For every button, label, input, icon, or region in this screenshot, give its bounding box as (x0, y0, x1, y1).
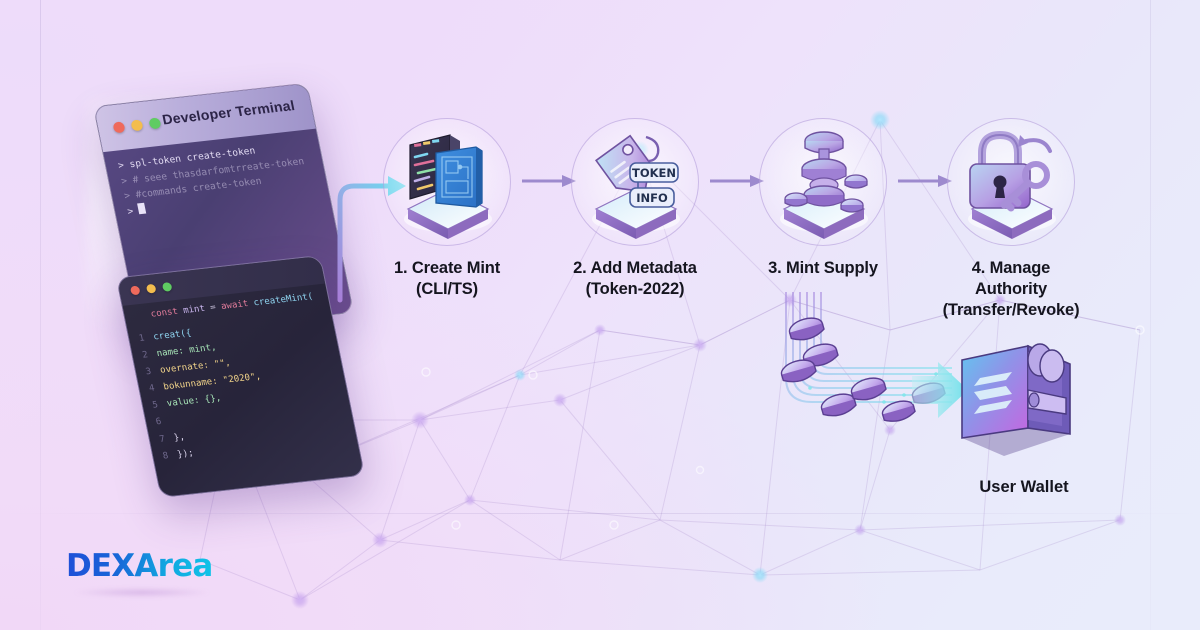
step-1-title: 1. Create Mint (393, 259, 501, 277)
step-4-title: 4. Manage Authority (971, 259, 1051, 299)
step-4-label: 4. Manage Authority (Transfer/Revoke) (936, 258, 1086, 321)
step-3-circle (759, 118, 887, 246)
info-badge: INFO (629, 187, 675, 208)
padlock-key-icon (968, 130, 1056, 239)
close-dot-icon[interactable] (112, 121, 126, 134)
step-4-circle (947, 118, 1075, 246)
background-guide-line-left (40, 0, 41, 630)
code-blueprint-icon (404, 134, 492, 239)
step-create-mint[interactable]: 1. Create Mint (CLI/TS) (372, 118, 522, 300)
coin-press-icon (780, 131, 868, 239)
arrow-step2-to-step3 (710, 174, 766, 188)
terminal-caret (137, 202, 147, 215)
token-tag-icon: TOKEN INFO (592, 134, 680, 239)
token-distribution-illustration: User Wallet (776, 292, 1096, 502)
process-flow-steps: 1. Create Mint (CLI/TS) (372, 118, 1088, 321)
step-3-title: 3. Mint Supply (768, 259, 878, 277)
step-2-title: 2. Add Metadata (573, 259, 697, 277)
step-2-subtitle: (Token-2022) (585, 280, 685, 299)
step-manage-authority[interactable]: 4. Manage Authority (Transfer/Revoke) (936, 118, 1086, 321)
arrow-step3-to-step4 (898, 174, 954, 188)
code-editor-window: const mint = await createMint( 1 2 3 4 5… (115, 254, 366, 499)
step-add-metadata[interactable]: TOKEN INFO 2. Add Metadata (Token-2022) (560, 118, 710, 300)
svg-text:INFO: INFO (636, 191, 668, 205)
traffic-light-dots (112, 117, 162, 134)
step-1-label: 1. Create Mint (CLI/TS) (372, 258, 522, 300)
terminal-title: Developer Terminal (160, 97, 297, 128)
svg-text:TOKEN: TOKEN (632, 166, 676, 180)
step-2-circle: TOKEN INFO (571, 118, 699, 246)
step-2-label: 2. Add Metadata (Token-2022) (560, 258, 710, 300)
maximize-dot-icon[interactable] (148, 117, 162, 130)
code-area: 1 2 3 4 5 6 7 8 creat({ name: mint, over… (126, 300, 359, 474)
token-badge: TOKEN (629, 162, 679, 183)
logo-shadow (72, 588, 212, 597)
arrow-step1-to-step2 (522, 174, 578, 188)
brand-logo[interactable]: DEXArea (66, 548, 213, 584)
developer-terminal-illustration: Developer Terminal > spl-token create-to… (86, 82, 371, 499)
minimize-dot-icon[interactable] (130, 119, 144, 132)
step-3-label: 3. Mint Supply (748, 258, 898, 279)
step-1-subtitle: (CLI/TS) (415, 280, 479, 299)
step-1-circle (383, 118, 511, 246)
background-guide-line-right (1150, 0, 1151, 630)
coin-trail-and-wallet (780, 292, 1071, 456)
minimize-dot-icon[interactable] (145, 283, 157, 294)
step-mint-supply[interactable]: 3. Mint Supply (748, 118, 898, 279)
step-4-subtitle: (Transfer/Revoke) (942, 301, 1080, 320)
close-dot-icon[interactable] (129, 285, 141, 296)
traffic-light-dots (129, 282, 173, 296)
wallet-label: User Wallet (979, 478, 1069, 496)
maximize-dot-icon[interactable] (161, 282, 173, 292)
background-guide-line-horizontal (0, 513, 1200, 514)
